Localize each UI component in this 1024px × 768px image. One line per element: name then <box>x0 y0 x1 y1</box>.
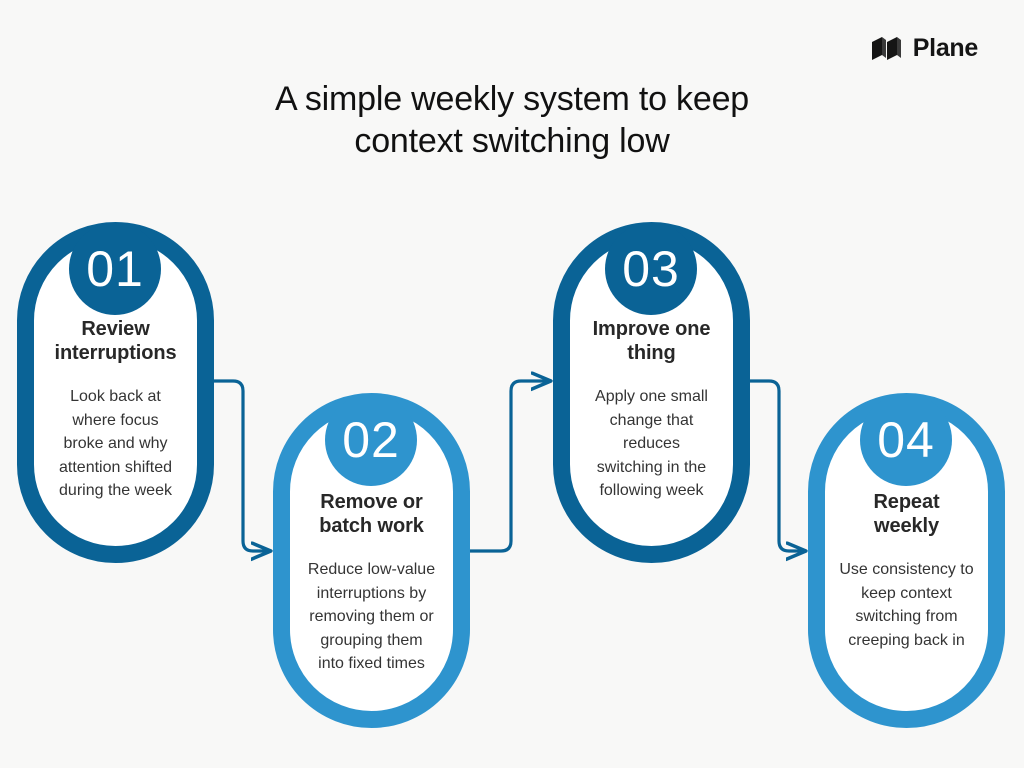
step-number-04: 04 <box>877 412 935 468</box>
step-card-01[interactable]: 01 Review interruptions Look back at whe… <box>17 222 214 563</box>
step-number-badge-01: 01 <box>69 223 161 315</box>
brand-logo: Plane <box>871 34 979 62</box>
step-heading-02: Remove or batch work <box>319 491 424 537</box>
step-body-01: Look back at where focus broke and why a… <box>59 388 172 499</box>
step-body-03: Apply one small change that reduces swit… <box>595 388 708 499</box>
step-heading-03: Improve one thing <box>592 318 711 364</box>
step-card-04[interactable]: 04 Repeat weekly Use consistency to keep… <box>808 393 1005 728</box>
step-body-04: Use consistency to keep context switchin… <box>839 561 974 649</box>
step-number-01: 01 <box>86 241 144 297</box>
step-number-badge-02: 02 <box>325 394 417 486</box>
page-title: A simple weekly system to keep context s… <box>275 80 749 160</box>
step-heading-01: Review interruptions <box>54 318 177 364</box>
step-heading-04: Repeat weekly <box>873 491 940 537</box>
step-body-02: Reduce low-value interruptions by removi… <box>307 561 436 672</box>
brand-name: Plane <box>912 34 979 62</box>
step-card-02[interactable]: 02 Remove or batch work Reduce low-value… <box>273 393 470 728</box>
plane-logo-icon <box>871 36 901 60</box>
connector-3-to-4 <box>748 379 804 551</box>
step-number-02: 02 <box>342 412 400 468</box>
connector-2-to-3 <box>468 381 549 553</box>
step-number-badge-03: 03 <box>605 223 697 315</box>
connector-1-to-2 <box>212 379 269 551</box>
step-number-badge-04: 04 <box>860 394 952 486</box>
step-card-03[interactable]: 03 Improve one thing Apply one small cha… <box>553 222 750 563</box>
step-number-03: 03 <box>622 241 680 297</box>
